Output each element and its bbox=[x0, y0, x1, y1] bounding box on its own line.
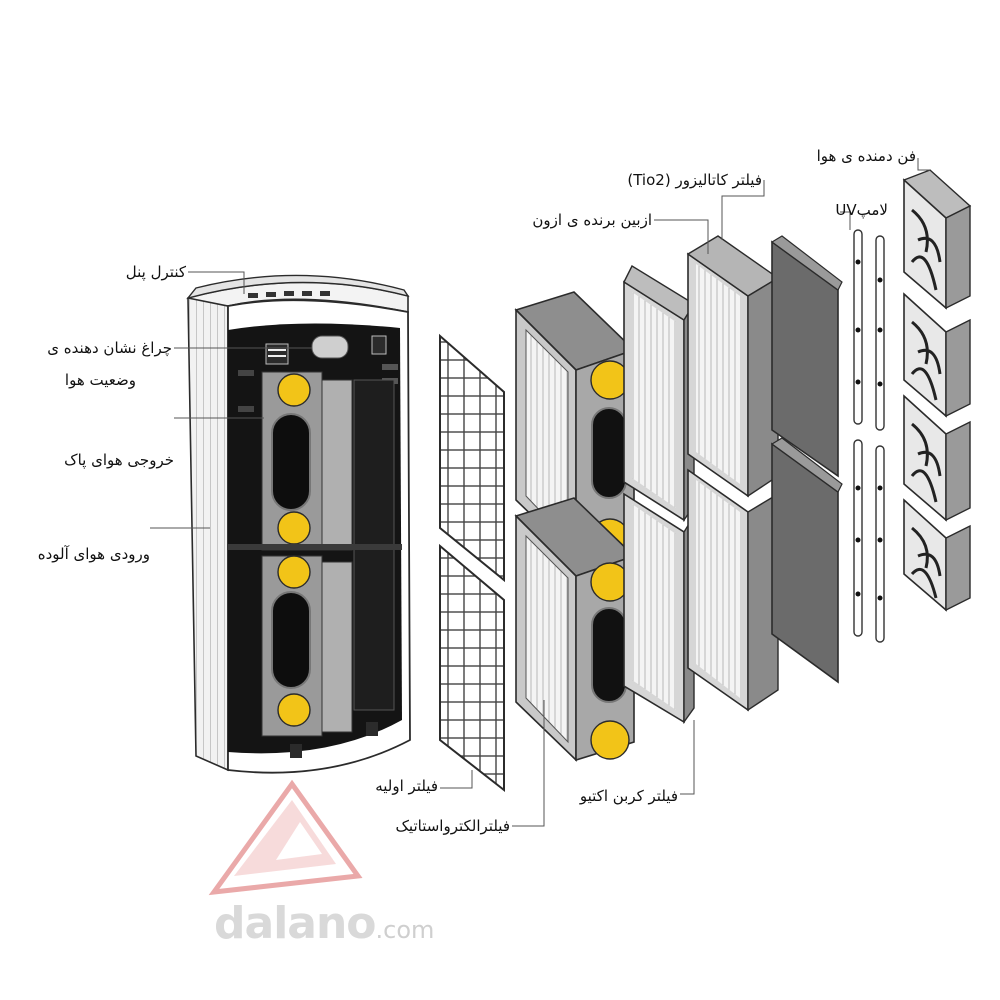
fan-unit bbox=[902, 169, 972, 310]
label-indicator-light: چراغ نشان دهنده ی bbox=[47, 339, 172, 357]
dalano-logo bbox=[208, 779, 363, 896]
watermark-suffix: .com bbox=[375, 916, 435, 944]
label-carbon-filter: فیلتر کربن اکتیو bbox=[579, 787, 678, 805]
uv-lamps bbox=[853, 229, 885, 643]
label-fan: فن دمنده ی هوا bbox=[816, 147, 916, 165]
control-panel-buttons bbox=[248, 291, 330, 298]
label-ozone-remover: ازبین برنده ی ازون bbox=[532, 211, 652, 229]
purifier-unit bbox=[186, 274, 411, 774]
leader-lines bbox=[150, 158, 930, 827]
label-primary-filter: فیلتر اولیه bbox=[375, 777, 438, 795]
fan-unit bbox=[903, 394, 971, 522]
watermark-text: dalano.com bbox=[214, 898, 434, 949]
catalyst-filter bbox=[770, 235, 843, 684]
fan-unit bbox=[903, 292, 971, 418]
ozone-remover-filter bbox=[686, 235, 780, 712]
label-clean-air-outlet: خروجی هوای پاک bbox=[64, 451, 174, 469]
air-quality-indicator-light bbox=[311, 335, 349, 359]
primary-filter bbox=[439, 333, 505, 793]
label-indicator-light-2: وضعیت هوا bbox=[64, 371, 136, 389]
watermark-brand: dalano bbox=[214, 898, 377, 949]
air-fans bbox=[902, 169, 972, 612]
carbon-filter-cartridges bbox=[514, 291, 636, 762]
clean-air-vents bbox=[238, 335, 398, 412]
label-catalyst-filter: فیلتر کاتالیزور (Tio2) bbox=[627, 171, 762, 189]
label-electrostatic-filter: فیلترالکترواستاتیک bbox=[395, 817, 511, 835]
label-uv-lamp: لامپUV bbox=[835, 201, 888, 219]
label-control-panel: کنترل پنل bbox=[125, 263, 186, 281]
fan-unit bbox=[903, 498, 971, 612]
label-polluted-air-inlet: ورودی هوای آلوده bbox=[37, 545, 150, 563]
internal-cartridges bbox=[228, 371, 402, 737]
